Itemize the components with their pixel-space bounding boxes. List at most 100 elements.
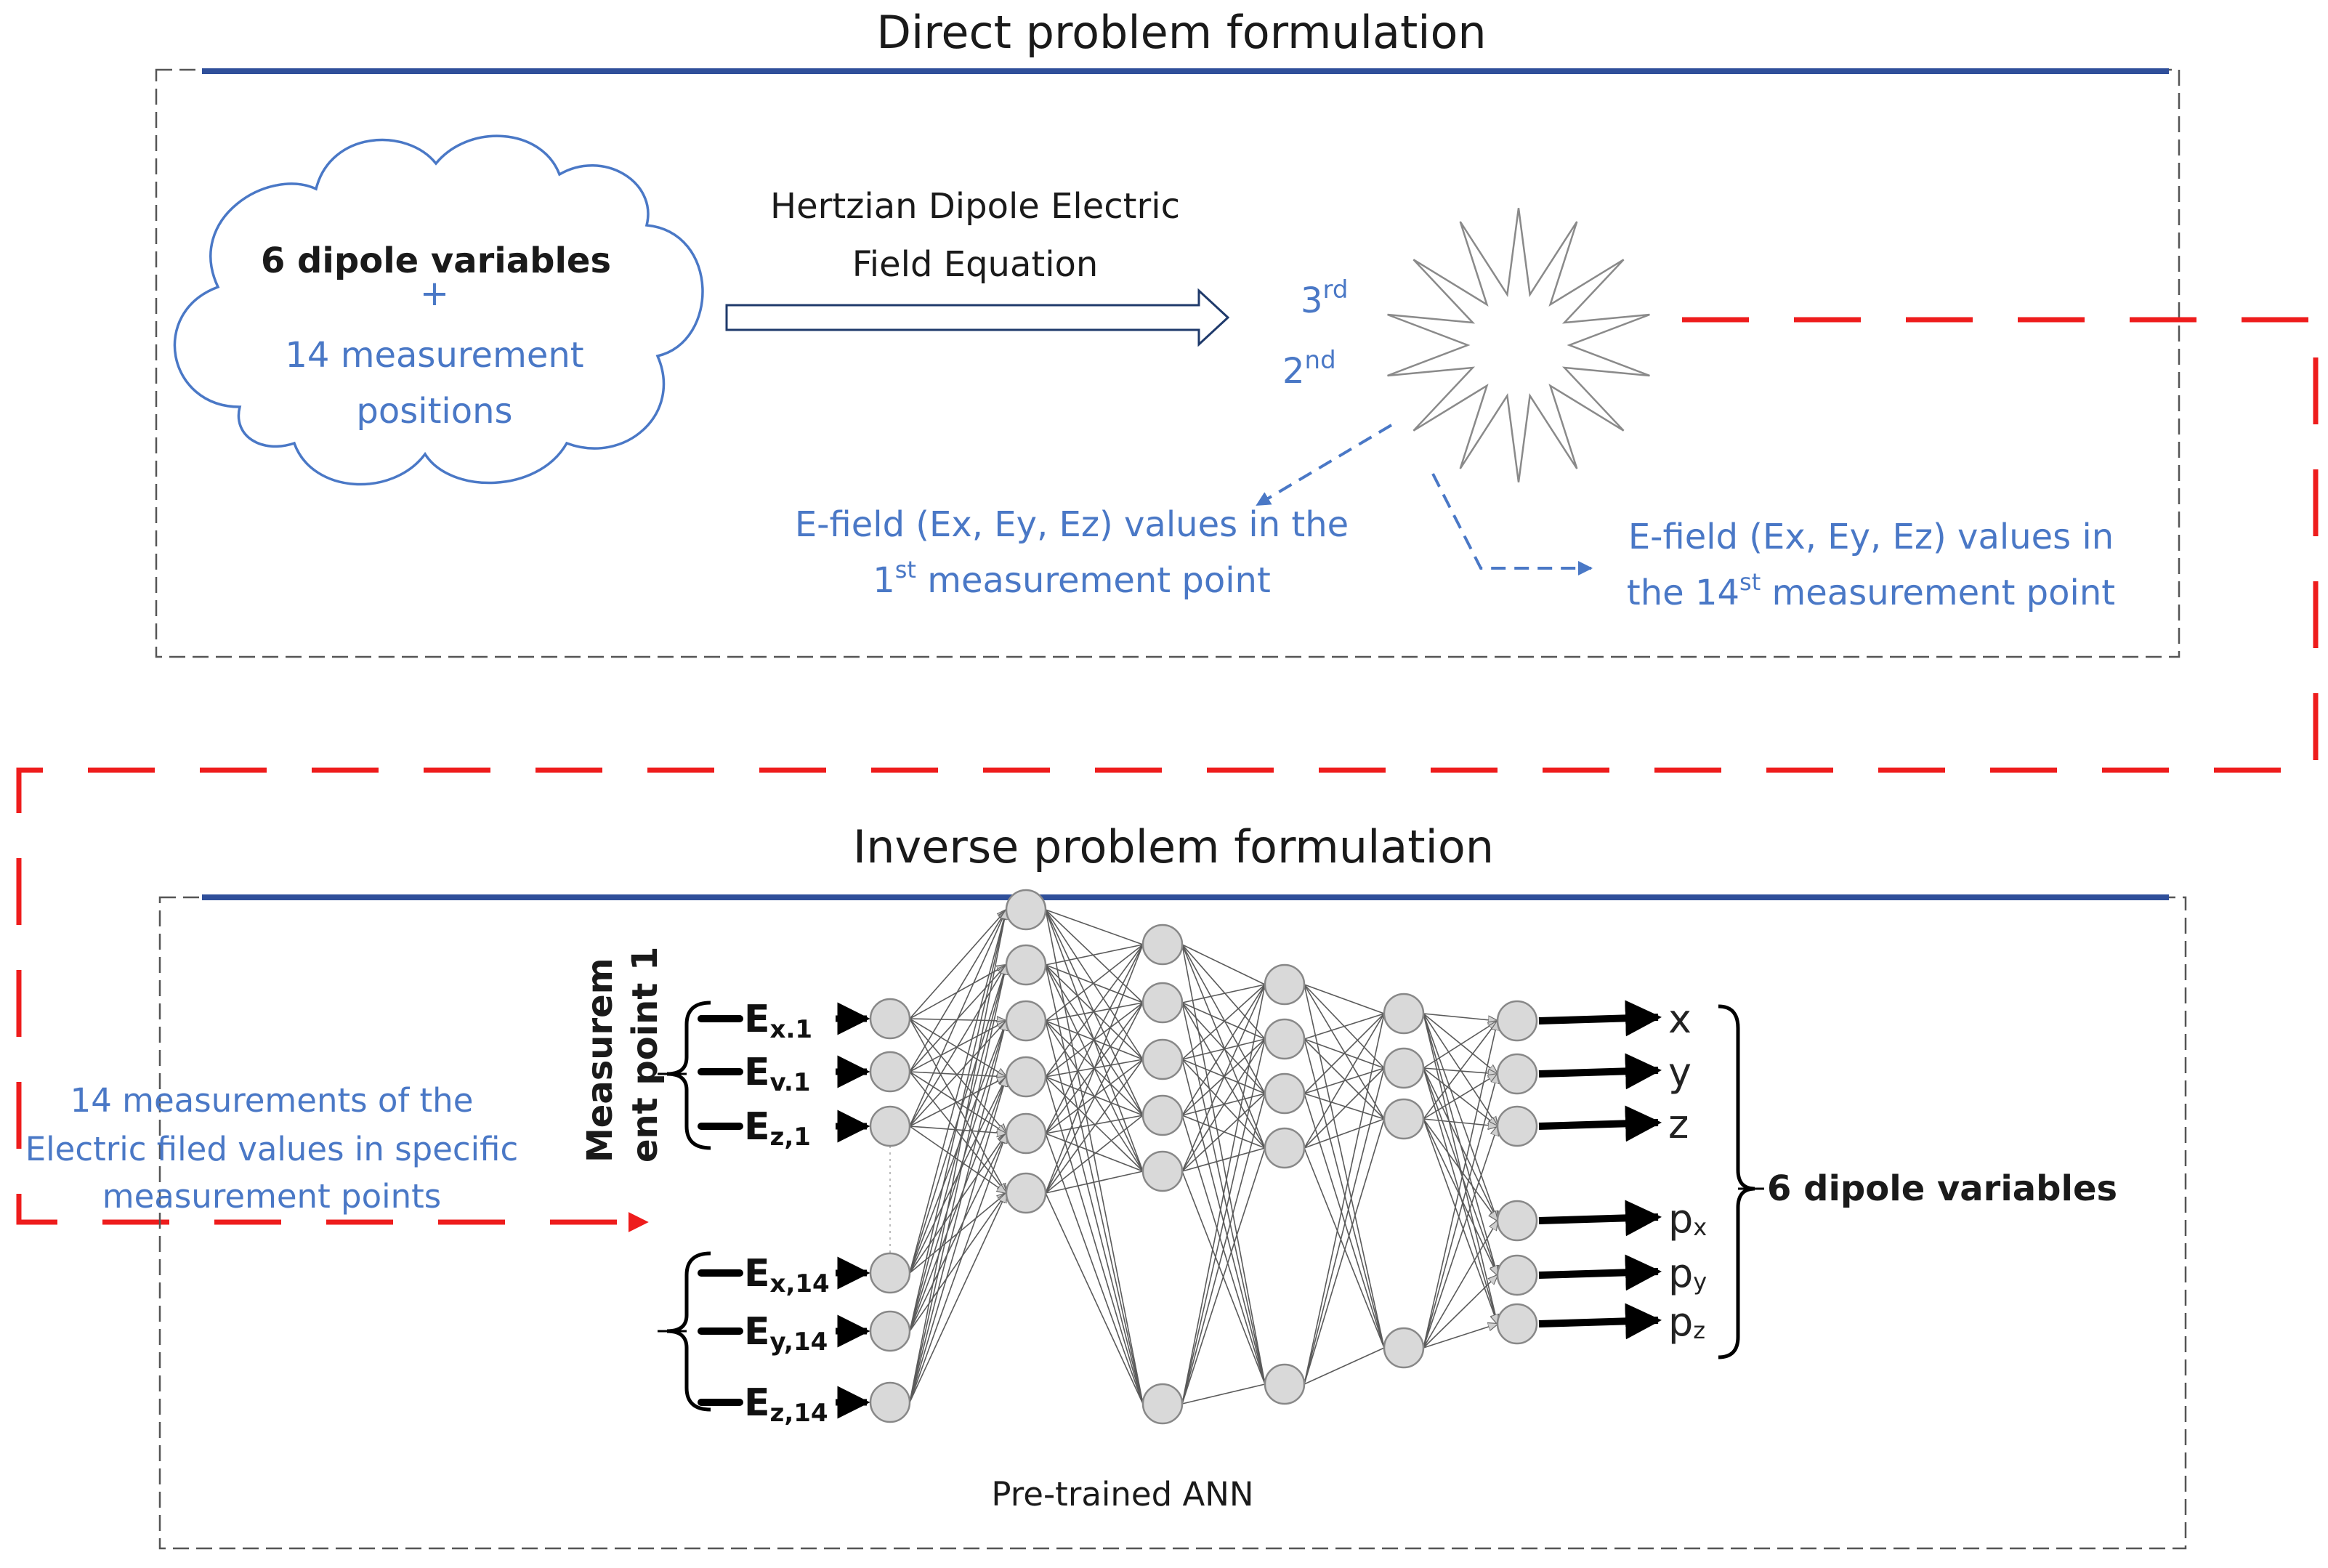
ann-edge-4-1-0 xyxy=(1423,1021,1498,1069)
ann-edge-3-2-0 xyxy=(1304,1013,1385,1094)
ann-edge-4-3-4 xyxy=(1423,1275,1498,1349)
ann-edge-1-5-1 xyxy=(1045,1002,1144,1194)
ann-edge-0-5-4 xyxy=(909,1133,1006,1403)
ann-edge-4-1-3 xyxy=(1423,1067,1498,1221)
ann-edge-1-5-0 xyxy=(1045,944,1144,1194)
ann-edge-1-5-2 xyxy=(1045,1059,1144,1194)
ann-edge-2-1-2 xyxy=(1181,1002,1266,1094)
ann-node-layer1-4 xyxy=(1005,1112,1047,1155)
output-arrow-3 xyxy=(1538,1200,1662,1237)
ann-edge-3-4-2 xyxy=(1304,1118,1385,1385)
ann-node-layer0-0 xyxy=(869,998,911,1040)
output-arrow-1 xyxy=(1538,1053,1662,1090)
ann-edge-1-1-5 xyxy=(1045,964,1144,1405)
ann-edge-0-1-4 xyxy=(909,1071,1006,1133)
output-label-0: x xyxy=(1668,996,1692,1042)
ann-edge-3-2-2 xyxy=(1304,1093,1385,1120)
ann-edge-1-2-0 xyxy=(1045,944,1144,1022)
ann-edge-2-0-2 xyxy=(1181,944,1266,1094)
ann-edge-4-0-5 xyxy=(1423,1013,1498,1324)
ann-edge-1-5-5 xyxy=(1045,1192,1144,1405)
measurement-point-label: Measurem ent point 1 xyxy=(580,946,666,1163)
ann-edge-1-4-0 xyxy=(1045,944,1144,1134)
ann-edge-2-2-3 xyxy=(1181,1059,1266,1149)
ann-edge-2-3-0 xyxy=(1181,984,1266,1116)
ann-edge-3-3-1 xyxy=(1304,1067,1385,1149)
ann-edge-1-0-5 xyxy=(1045,909,1144,1405)
ann-edge-0-2-0 xyxy=(909,910,1006,1127)
ordinal-3rd: 3rd xyxy=(1301,275,1349,321)
ann-edge-0-4-4 xyxy=(909,1133,1006,1332)
ann-node-layer5-5 xyxy=(1496,1303,1538,1345)
output-label-3: px xyxy=(1668,1196,1707,1242)
ann-node-layer1-1 xyxy=(1005,944,1047,986)
left-note-line2: Electric filed values in specific xyxy=(25,1130,518,1168)
ann-node-layer5-1 xyxy=(1496,1053,1538,1095)
ann-edge-4-3-3 xyxy=(1423,1221,1498,1349)
ann-edge-4-2-5 xyxy=(1423,1118,1498,1324)
ann-edge-0-0-5 xyxy=(909,1018,1006,1193)
ann-edge-1-0-0 xyxy=(1045,909,1144,945)
ann-node-layer2-0 xyxy=(1141,924,1184,966)
ann-node-layer5-3 xyxy=(1496,1200,1538,1242)
ann-edge-2-0-0 xyxy=(1181,944,1266,985)
output-group-label: 6 dipole variables xyxy=(1767,1168,2117,1209)
ann-node-layer4-2 xyxy=(1383,1098,1425,1140)
ann-edge-4-1-2 xyxy=(1423,1067,1498,1126)
cloud-text-plus: + xyxy=(420,273,449,314)
arrow-to-last-point xyxy=(1431,473,1593,575)
ann-edge-3-4-3 xyxy=(1304,1347,1385,1385)
left-note-line3: measurement points xyxy=(102,1177,441,1216)
ann-edge-2-0-3 xyxy=(1181,944,1266,1149)
ann-edge-0-1-5 xyxy=(909,1071,1006,1193)
efield-first-line1: E-field (Ex, Ey, Ez) values in the xyxy=(795,504,1349,545)
equation-label-line2: Field Equation xyxy=(852,244,1099,285)
output-label-1: y xyxy=(1668,1049,1692,1095)
ann-edge-0-5-1 xyxy=(909,965,1006,1403)
ann-edge-3-2-3 xyxy=(1304,1093,1385,1349)
ann-node-layer5-2 xyxy=(1496,1105,1538,1147)
inverse-title: Inverse problem formulation xyxy=(853,820,1494,873)
ann-edge-0-4-1 xyxy=(909,965,1006,1332)
ann-edge-1-2-5 xyxy=(1045,1020,1144,1405)
ann-label: Pre-trained ANN xyxy=(991,1475,1253,1514)
ann-edge-0-4-3 xyxy=(909,1077,1006,1332)
ann-edge-3-4-0 xyxy=(1304,1013,1385,1385)
ann-edge-1-5-4 xyxy=(1045,1171,1144,1194)
ann-node-layer3-2 xyxy=(1264,1072,1306,1115)
ann-edge-4-2-3 xyxy=(1423,1118,1498,1221)
ann-edge-3-1-0 xyxy=(1304,1013,1385,1040)
ann-edge-4-2-0 xyxy=(1423,1021,1498,1120)
ann-edge-0-1-0 xyxy=(909,910,1006,1072)
ordinal-2nd: 2nd xyxy=(1282,346,1336,392)
output-label-5: pz xyxy=(1668,1299,1705,1345)
ann-edge-0-0-3 xyxy=(909,1018,1006,1077)
input-label-1: Ev.1 xyxy=(744,1051,811,1097)
ann-edge-2-1-0 xyxy=(1181,984,1266,1003)
ann-edge-1-4-3 xyxy=(1045,1115,1144,1134)
cloud-shape xyxy=(173,134,704,486)
ann-node-layer3-1 xyxy=(1264,1018,1306,1060)
ann-node-layer4-0 xyxy=(1383,993,1425,1035)
ann-node-layer0-4 xyxy=(869,1310,911,1352)
output-arrow-2 xyxy=(1538,1105,1662,1142)
arrow-to-first-point xyxy=(1256,424,1393,506)
ann-edge-3-0-2 xyxy=(1304,984,1385,1120)
ann-edge-2-4-0 xyxy=(1181,984,1266,1172)
ann-edge-3-1-2 xyxy=(1304,1038,1385,1120)
ann-node-layer5-4 xyxy=(1496,1254,1538,1296)
direct-problem-section: Direct problem formulation 6 dipole vari… xyxy=(155,6,2181,658)
ann-edge-3-0-3 xyxy=(1304,984,1385,1349)
ann-edge-4-2-4 xyxy=(1423,1118,1498,1275)
flow-path-direct-to-inverse xyxy=(16,317,2319,1232)
ann-edge-1-2-1 xyxy=(1045,1002,1144,1022)
output-label-4: py xyxy=(1668,1250,1707,1296)
ann-edge-2-5-0 xyxy=(1181,984,1266,1405)
ann-node-layer2-1 xyxy=(1141,982,1184,1024)
ann-edge-4-3-0 xyxy=(1423,1021,1498,1349)
ann-edge-2-5-2 xyxy=(1181,1093,1266,1405)
ann-edge-1-1-0 xyxy=(1045,944,1144,966)
ann-edge-4-0-0 xyxy=(1423,1013,1498,1021)
